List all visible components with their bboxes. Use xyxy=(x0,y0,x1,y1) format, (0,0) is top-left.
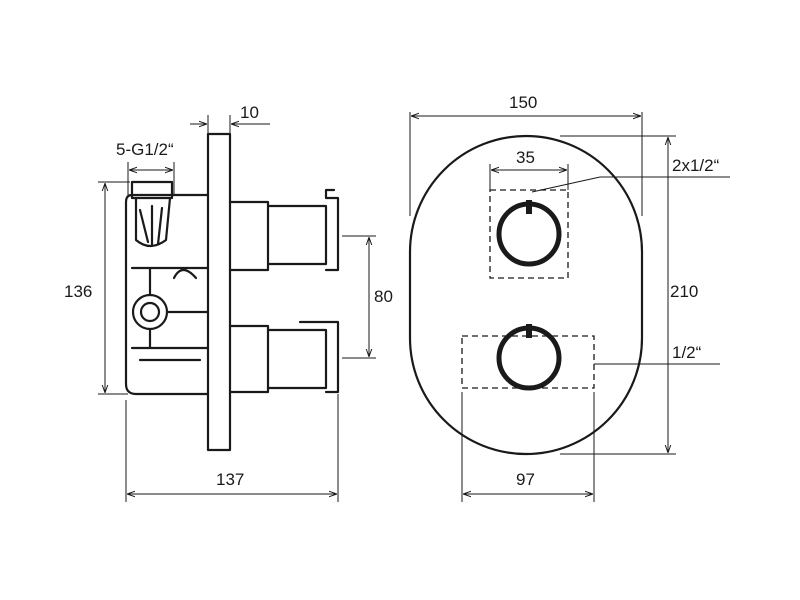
side-cover-plate xyxy=(206,132,232,452)
knob-ports-label: 2x1/2“ xyxy=(672,156,720,175)
dimension-35: 35 xyxy=(489,148,569,190)
port-spacing-label: 10 xyxy=(240,103,259,122)
side-connection-bore xyxy=(139,301,161,323)
dimension-97: 97 xyxy=(461,392,595,502)
side-body-housing xyxy=(124,193,210,396)
side-internal-pipes xyxy=(130,266,210,362)
top-connection-fitting xyxy=(130,180,174,200)
dimension-136: 136 xyxy=(64,181,130,395)
side-connection-nut xyxy=(131,293,169,331)
lower-cartridge xyxy=(228,320,340,394)
plate-width-label: 150 xyxy=(509,93,537,112)
upper-valve-cutout xyxy=(489,189,569,279)
dimension-150: 150 xyxy=(409,93,643,216)
total-depth-label: 137 xyxy=(216,470,244,489)
leader-2x1-2: 2x1/2“ xyxy=(531,156,730,193)
upper-cartridge xyxy=(228,188,340,272)
front-view: 150 35 2x1/2“ 210 1/2“ xyxy=(408,93,730,502)
lower-valve-cutout xyxy=(461,335,595,389)
outlet-spacing-label: 80 xyxy=(374,287,393,306)
dimension-80: 80 xyxy=(342,235,393,359)
connections-label: 5-G1/2“ xyxy=(116,140,174,159)
leader-1-2: 1/2“ xyxy=(594,343,720,365)
lower-knob xyxy=(496,324,562,391)
knob-spacing-label: 35 xyxy=(516,148,535,167)
cutout-width-label: 97 xyxy=(516,470,535,489)
top-connection-valve xyxy=(134,196,172,248)
plate-height-label: 210 xyxy=(670,282,698,301)
lower-port-label: 1/2“ xyxy=(672,343,702,362)
dimension-connections: 5-G1/2“ xyxy=(116,140,175,196)
dimension-137: 137 xyxy=(125,394,339,502)
upper-knob xyxy=(496,200,562,267)
dimension-10: 10 xyxy=(190,103,270,134)
body-height-label: 136 xyxy=(64,282,92,301)
dimension-210: 210 xyxy=(560,135,698,455)
side-view: 10 5-G1/2“ 136 80 137 xyxy=(64,103,393,502)
front-cover-plate xyxy=(408,134,644,456)
